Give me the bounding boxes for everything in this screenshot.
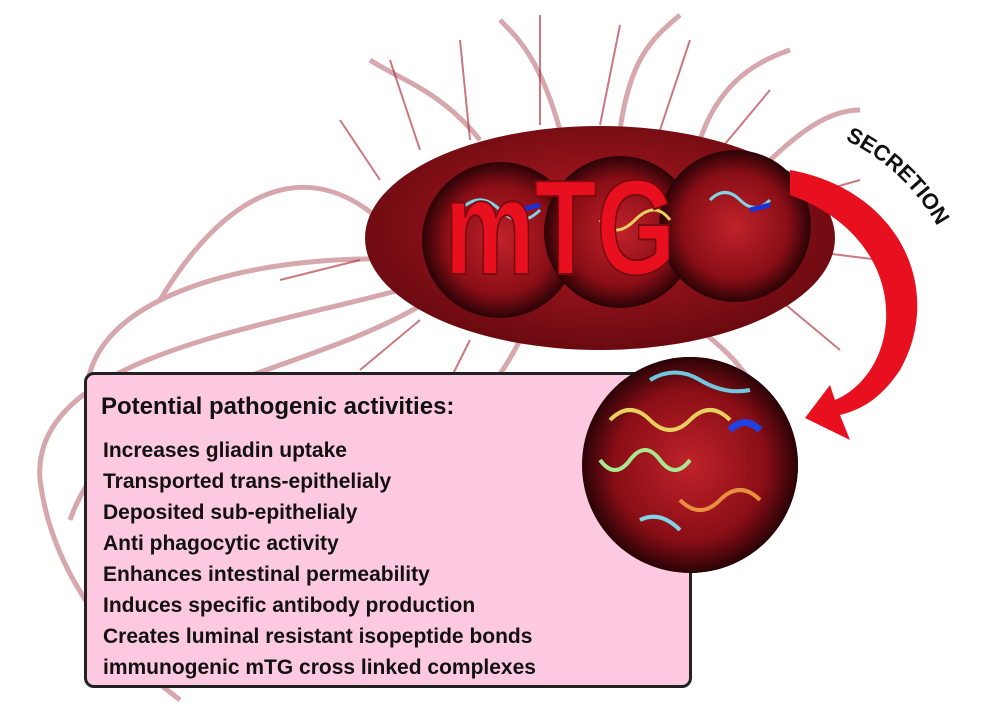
list-item: Creates luminal resistant isopeptide bon… <box>103 625 533 648</box>
protein-sphere <box>422 162 578 318</box>
panel-title: Potential pathogenic activities: <box>101 393 455 420</box>
list-item: Anti phagocytic activity <box>103 532 339 555</box>
list-item: Induces specific antibody production <box>103 594 476 617</box>
mtg-label: mTG <box>444 152 676 303</box>
list-item: immunogenic mTG cross linked complexes <box>103 656 536 679</box>
activities-list: Increases gliadin uptake Transported tra… <box>103 435 536 683</box>
pathogenic-activities-panel: Potential pathogenic activities: Increas… <box>84 372 692 688</box>
protein-sphere <box>659 150 811 302</box>
secretion-arrow <box>790 170 918 440</box>
list-item: Deposited sub-epithelialy <box>103 501 358 524</box>
list-item: Increases gliadin uptake <box>103 439 347 462</box>
protein-ribbons <box>458 191 772 232</box>
list-item: Enhances intestinal permeability <box>103 563 430 586</box>
protein-sphere <box>544 156 696 308</box>
list-item: Transported trans-epithelialy <box>103 470 392 493</box>
